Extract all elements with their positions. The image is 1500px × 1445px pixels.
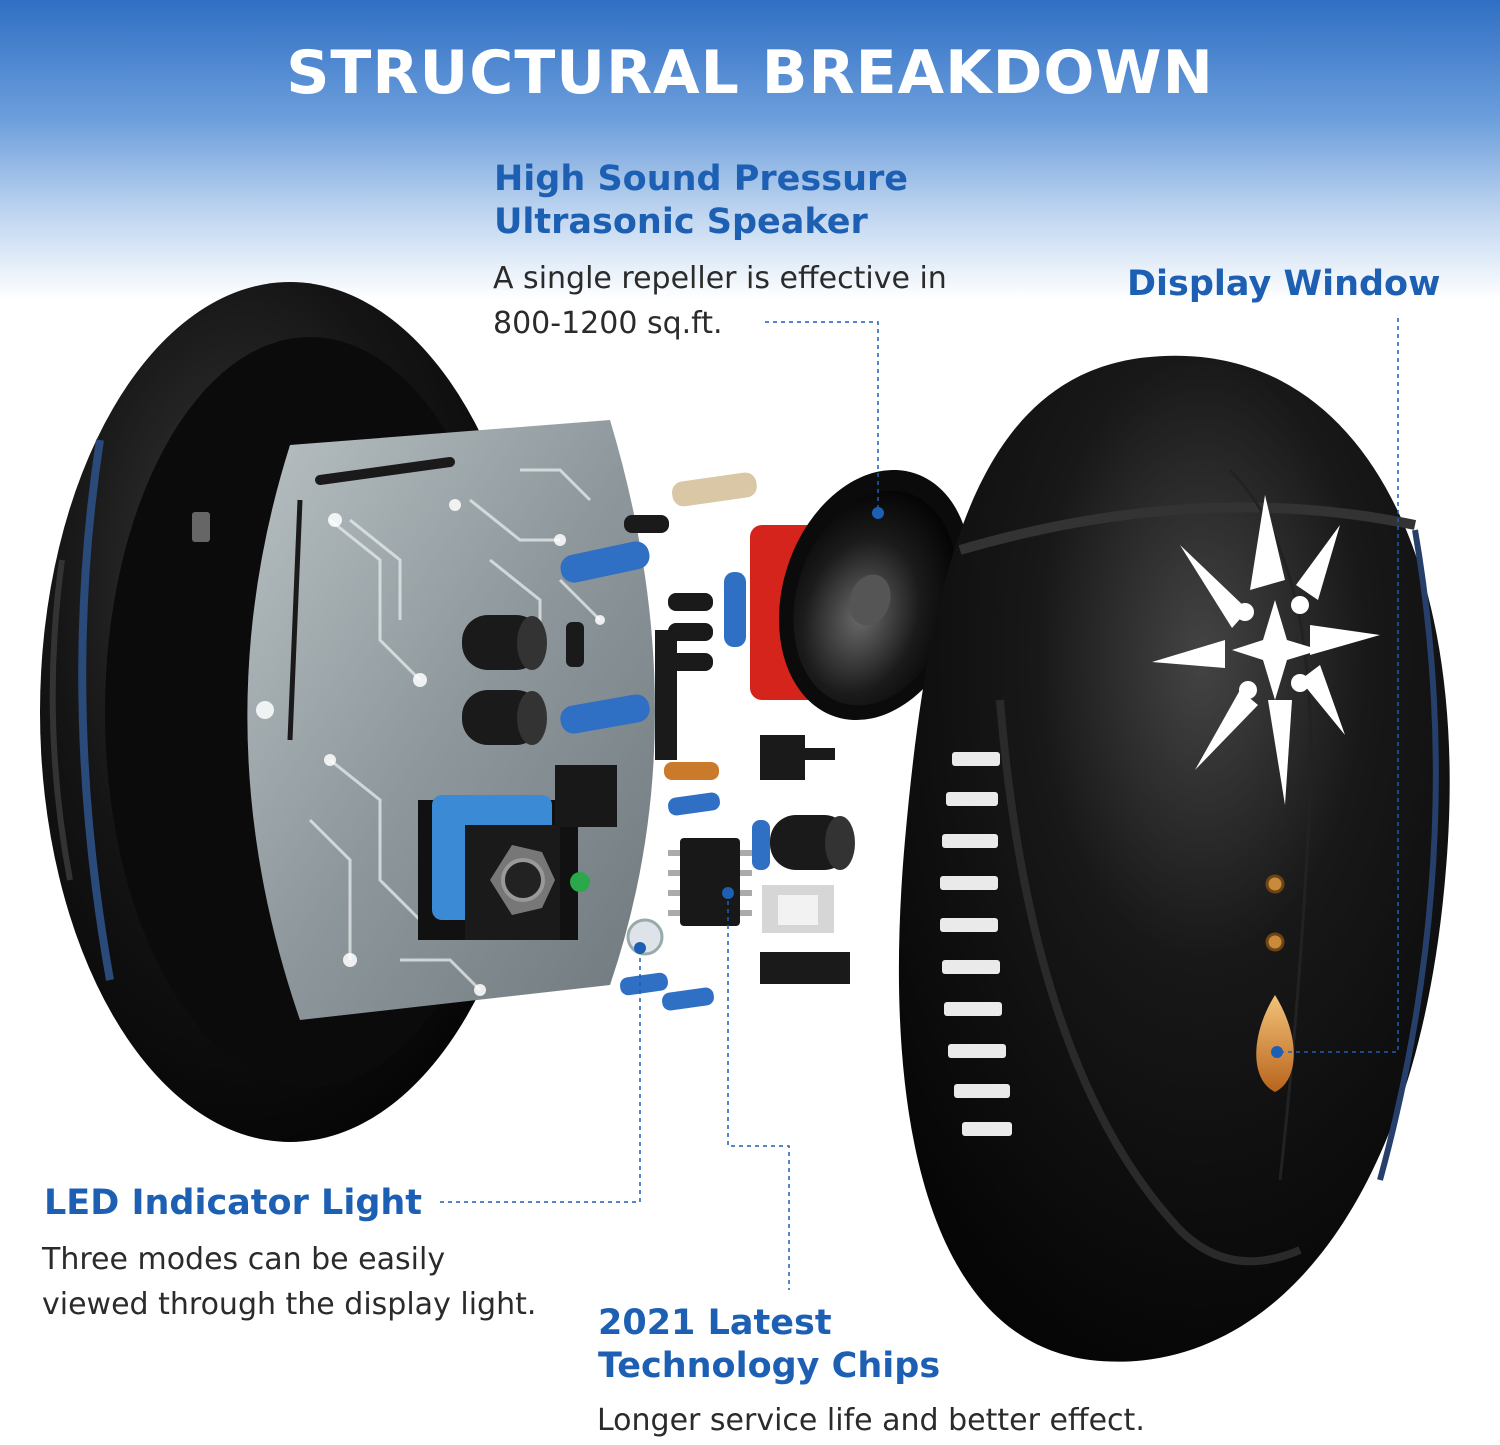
ultrasonic-speaker xyxy=(778,469,972,721)
led-desc-line-1: Three modes can be easily xyxy=(42,1242,446,1277)
mode-switch xyxy=(418,795,590,940)
callout-lines xyxy=(440,318,1399,1290)
star-logo-icon xyxy=(1152,495,1380,805)
speaker-callout-title: High Sound Pressure Ultrasonic Speaker xyxy=(494,158,908,244)
speaker-title-line-2: Ultrasonic Speaker xyxy=(494,202,868,242)
chips-title-line-2: Technology Chips xyxy=(598,1346,941,1386)
vent-slots xyxy=(940,752,1012,1136)
led-desc-line-2: viewed through the display light. xyxy=(42,1287,537,1322)
ic-chips xyxy=(555,735,850,984)
chips-callout-title: 2021 Latest Technology Chips xyxy=(598,1302,940,1388)
display-callout-title: Display Window xyxy=(1127,264,1441,304)
resistors xyxy=(560,472,770,1011)
display-window xyxy=(1256,995,1294,1092)
front-cover xyxy=(898,355,1450,1362)
indicator-leds xyxy=(1265,874,1285,952)
led-callout-title: LED Indicator Light xyxy=(44,1183,423,1223)
led-callout-description: Three modes can be easily viewed through… xyxy=(42,1237,536,1327)
speaker-desc-line-2: 800-1200 sq.ft. xyxy=(493,306,723,341)
speaker-callout-description: A single repeller is effective in 800-12… xyxy=(493,256,947,346)
capacitors xyxy=(462,615,855,870)
speaker-desc-line-1: A single repeller is effective in xyxy=(493,261,947,296)
speaker-title-line-1: High Sound Pressure xyxy=(494,159,909,199)
chips-title-line-1: 2021 Latest xyxy=(598,1303,832,1343)
callout-dots xyxy=(634,507,1283,1058)
page-title: STRUCTURAL BREAKDOWN xyxy=(286,38,1214,108)
chips-callout-description: Longer service life and better effect. xyxy=(597,1403,1145,1438)
